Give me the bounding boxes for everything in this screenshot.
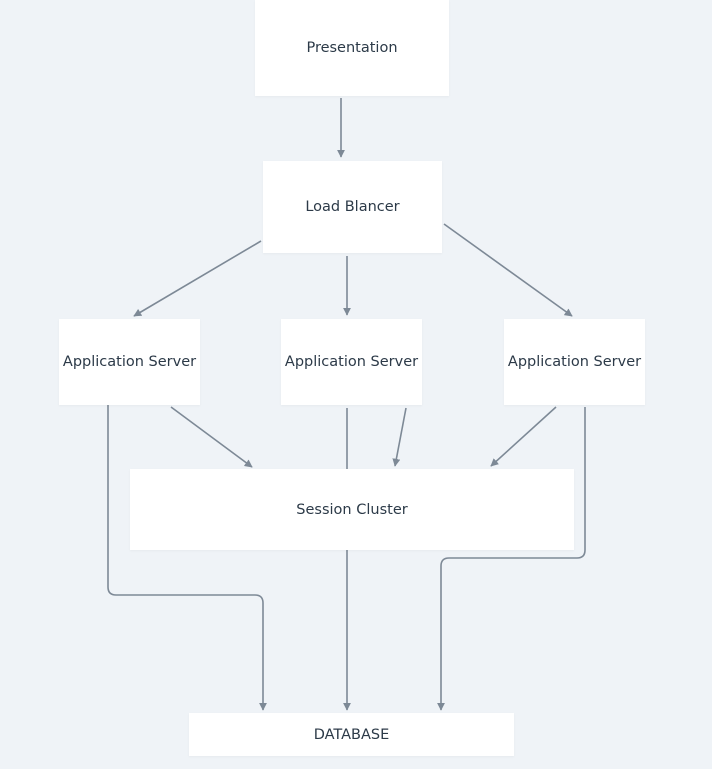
edge-app-server-3-to-session-cluster: [490, 406, 557, 467]
edge-app-server-3-to-database: [437, 407, 586, 711]
node-load-balancer[interactable]: Load Blancer: [263, 161, 442, 253]
edge-app-server-1-to-database: [107, 405, 267, 711]
edge-load-balancer-to-app-server-3: [443, 223, 573, 317]
node-presentation-label: Presentation: [306, 40, 398, 56]
node-load-balancer-label: Load Blancer: [305, 199, 400, 215]
edge-load-balancer-to-app-server-1: [133, 240, 262, 317]
node-database-label: DATABASE: [313, 726, 390, 743]
node-app-server-3-label: Application Server: [507, 354, 642, 370]
node-session-cluster[interactable]: Session Cluster: [130, 469, 574, 550]
node-database[interactable]: DATABASE: [189, 713, 514, 756]
edge-app-server-2-to-session-cluster: [392, 407, 407, 467]
edge-app-server-1-to-session-cluster: [170, 406, 253, 468]
node-app-server-2[interactable]: Application Server: [281, 319, 422, 405]
node-app-server-1-label: Application Server: [62, 354, 197, 370]
node-app-server-2-label: Application Server: [284, 354, 419, 370]
node-session-cluster-label: Session Cluster: [296, 501, 408, 518]
node-app-server-3[interactable]: Application Server: [504, 319, 645, 405]
node-app-server-1[interactable]: Application Server: [59, 319, 200, 405]
node-presentation[interactable]: Presentation: [255, 0, 449, 96]
